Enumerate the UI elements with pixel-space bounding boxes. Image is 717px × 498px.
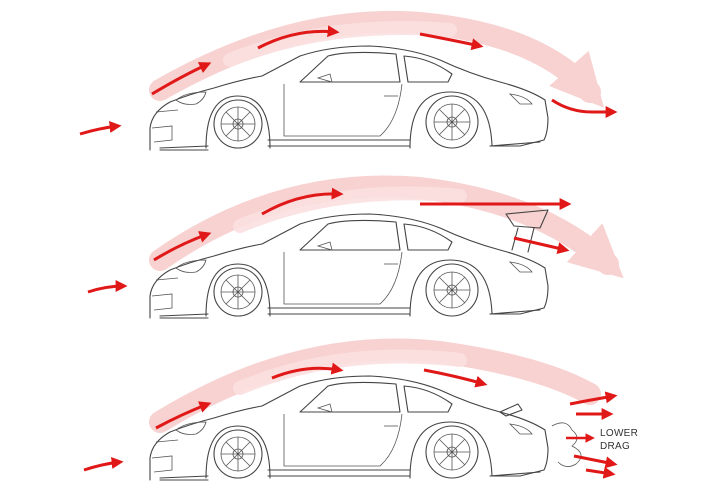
panel-rear-wing-car: [87, 175, 624, 319]
airflow-arrow: [419, 32, 484, 51]
airflow-arrow: [271, 362, 344, 380]
airflow-arrow: [513, 236, 570, 254]
airflow-arrow: [87, 280, 128, 294]
airflow-arrow: [151, 62, 212, 96]
airflow-arrow: [585, 466, 616, 479]
ducktail-spoiler: [499, 403, 523, 417]
airflow-arrow: [257, 25, 340, 50]
airflow-arrow: [261, 187, 344, 216]
airflow-arrow: [569, 391, 618, 406]
airflow-arrow: [83, 456, 124, 472]
airflow-arrow: [153, 231, 212, 262]
panel-stock-car: [79, 10, 618, 151]
wake-outline: [551, 422, 582, 467]
lower-drag-label-line1: LOWER: [600, 428, 638, 439]
panel-lower-drag-car: LOWER DRAG: [83, 338, 638, 481]
airflow-arrow: [155, 401, 212, 430]
airflow-arrow: [79, 120, 122, 136]
airflow-band: [233, 349, 467, 395]
lower-drag-label-line2: DRAG: [600, 441, 630, 452]
airflow-arrow: [551, 98, 618, 118]
airflow-arrow: [573, 454, 618, 469]
airflow-band: [233, 186, 467, 233]
airflow-arrow: [423, 368, 488, 388]
